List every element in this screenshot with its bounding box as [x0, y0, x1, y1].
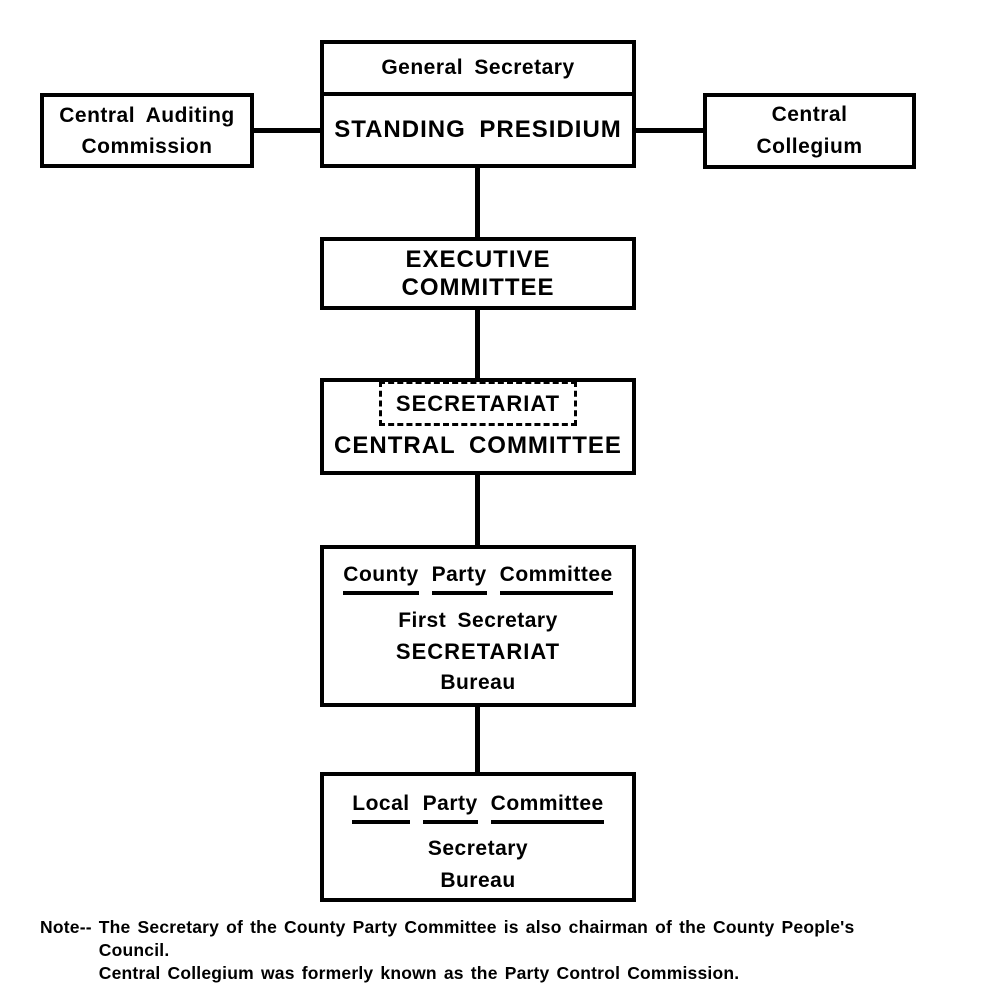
node-secretariat-dashed: SECRETARIAT	[379, 381, 577, 426]
central-committee-label: CENTRAL COMMITTEE	[334, 432, 622, 459]
local-lines: Secretary Bureau	[428, 833, 528, 897]
local-title: Local Party Committee	[352, 792, 604, 824]
footnote-line: Central Collegium was formerly known as …	[98, 963, 740, 983]
local-title-word: Committee	[490, 792, 604, 824]
county-title: County Party Committee	[343, 563, 613, 595]
node-county-party-committee: County Party Committee First Secretary S…	[320, 545, 636, 707]
node-standing-presidium: General Secretary STANDING PRESIDIUM	[320, 40, 636, 168]
local-line-secretary: Secretary	[427, 837, 529, 860]
county-title-word: Party	[431, 563, 487, 595]
footnote-line: Council.	[98, 940, 170, 960]
connector-auditing-presidium	[254, 128, 320, 133]
local-title-word: Party	[422, 792, 478, 824]
county-title-word: Committee	[499, 563, 613, 595]
node-local-party-committee: Local Party Committee Secretary Bureau	[320, 772, 636, 902]
node-general-secretary: General Secretary	[324, 44, 632, 96]
node-central-committee: SECRETARIAT CENTRAL COMMITTEE	[320, 378, 636, 475]
central-collegium-line1: Central	[771, 103, 848, 126]
footnote-line: The Secretary of the County Party Commit…	[98, 917, 855, 937]
connector-presidium-executive	[475, 168, 480, 237]
connector-county-local	[475, 707, 480, 772]
central-auditing-line2: Commission	[81, 134, 213, 158]
footnote-body: The Secretary of the County Party Commit…	[99, 916, 855, 985]
executive-committee-label: EXECUTIVE COMMITTEE	[401, 245, 555, 301]
footnote: Note-- The Secretary of the County Party…	[40, 916, 854, 985]
county-line-first-secretary: First Secretary	[398, 609, 558, 632]
county-line-secretariat: SECRETARIAT	[395, 639, 561, 664]
node-executive-committee: EXECUTIVE COMMITTEE	[320, 237, 636, 310]
node-central-collegium: Central Collegium	[703, 93, 916, 169]
connector-presidium-collegium	[636, 128, 703, 133]
node-central-auditing-commission: Central Auditing Commission	[40, 93, 254, 168]
local-title-word: Local	[352, 792, 410, 824]
standing-presidium-label: STANDING PRESIDIUM	[334, 116, 622, 143]
standing-presidium-compartment: STANDING PRESIDIUM	[324, 96, 632, 164]
county-lines: First Secretary SECRETARIAT Bureau	[396, 605, 560, 698]
county-title-word: County	[343, 563, 419, 595]
county-line-bureau: Bureau	[440, 671, 516, 694]
connector-central-committee-county	[475, 475, 480, 545]
local-line-bureau: Bureau	[440, 869, 516, 892]
connector-executive-central-committee	[475, 310, 480, 378]
footnote-label: Note--	[40, 917, 92, 937]
secretariat-label: SECRETARIAT	[395, 390, 561, 416]
central-collegium-line2: Collegium	[756, 135, 863, 158]
general-secretary-label: General Secretary	[381, 56, 575, 79]
central-auditing-line1: Central Auditing	[59, 103, 235, 127]
